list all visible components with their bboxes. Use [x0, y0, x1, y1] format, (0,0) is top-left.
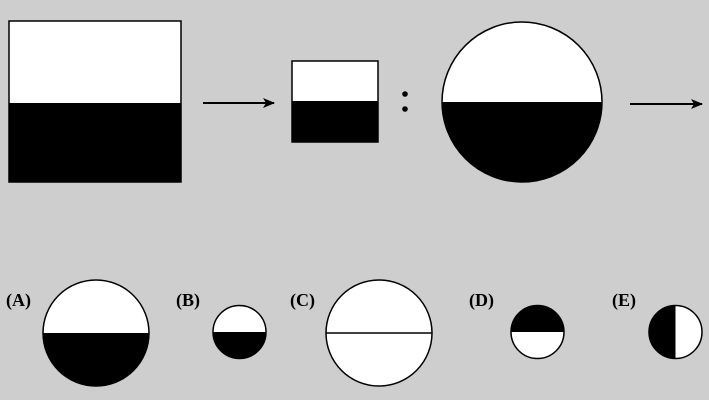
option-c[interactable]: (C) [290, 279, 433, 387]
option-label: (C) [290, 290, 315, 311]
question-row [8, 20, 703, 183]
option-a-circle [42, 279, 150, 387]
option-d-circle [510, 304, 565, 360]
option-label: (B) [176, 290, 200, 311]
ratio-colon-icon [402, 91, 408, 112]
option-label: (E) [612, 290, 636, 311]
option-b-circle [212, 304, 267, 360]
option-b[interactable]: (B) [176, 290, 267, 360]
option-label: (A) [6, 290, 31, 311]
options-row: (A) (B) (C) (D) (E) [6, 279, 703, 387]
small-half-black-square [291, 60, 379, 143]
large-half-black-square [8, 20, 182, 183]
option-d[interactable]: (D) [469, 290, 565, 360]
option-e-circle [648, 304, 703, 360]
option-e[interactable]: (E) [612, 290, 703, 360]
large-half-black-circle [441, 21, 603, 183]
option-label: (D) [469, 290, 494, 311]
option-a[interactable]: (A) [6, 279, 150, 387]
